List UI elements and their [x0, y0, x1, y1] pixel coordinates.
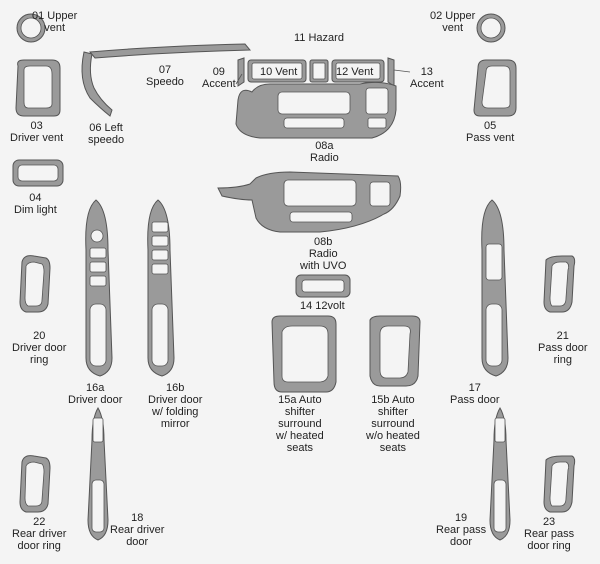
label-16a-driver-door: 16a Driver door [68, 382, 123, 406]
part-09-accent [237, 57, 245, 87]
label-20-driver-door-ring: 20 Driver door ring [12, 330, 67, 366]
part-14-12volt [295, 274, 351, 298]
label-06-left-speedo: 06 Left speedo [88, 122, 125, 146]
part-13-accent [387, 57, 395, 87]
label-07-speedo: 07 Speedo [146, 64, 184, 88]
label-01-upper-vent: 01 Upper vent [32, 10, 78, 34]
part-15b-shifter-no-heat [369, 315, 421, 387]
callout-lines [235, 69, 411, 85]
label-03-driver-vent: 03 Driver vent [10, 120, 64, 144]
part-05-pass-vent [473, 59, 517, 117]
part-20-driver-door-ring [19, 255, 51, 313]
label-08b-radio-uvo: 08b Radio with UVO [300, 236, 347, 272]
part-16b-driver-door-folding [147, 199, 175, 377]
label-21-pass-door-ring: 21 Pass door ring [538, 330, 588, 366]
label-12-vent: 12 Vent [336, 66, 374, 78]
part-08a-radio [235, 81, 397, 139]
part-12-vent [331, 59, 385, 83]
part-07-speedo [89, 43, 252, 59]
label-22-rear-driver-door-ring: 22 Rear driver door ring [12, 516, 67, 552]
part-18-rear-driver-door [87, 407, 109, 541]
part-22-rear-driver-door-ring [19, 455, 51, 513]
part-15a-shifter-heated [271, 315, 337, 393]
part-02-upper-vent [476, 13, 506, 43]
label-19-rear-pass-door: 19 Rear pass door [436, 512, 487, 548]
part-16a-driver-door [85, 199, 113, 377]
part-01-upper-vent [16, 13, 46, 43]
part-19-rear-pass-door [489, 407, 511, 541]
label-11-hazard: 11 Hazard [294, 32, 344, 44]
label-05-pass-vent: 05 Pass vent [466, 120, 515, 144]
label-18-rear-driver-door: 18 Rear driver door [110, 512, 165, 548]
label-10-vent: 10 Vent [260, 66, 298, 78]
part-06-left-speedo [81, 51, 113, 117]
part-21-pass-door-ring [543, 255, 576, 313]
label-15a-shifter-heated: 15a Auto shifter surround w/ heated seat… [276, 394, 324, 454]
part-23-rear-pass-door-ring [543, 455, 576, 513]
label-17-pass-door: 17 Pass door [450, 382, 500, 406]
part-04-dim-light [12, 159, 64, 187]
part-08b-radio-uvo [217, 171, 402, 233]
part-03-driver-vent [15, 59, 61, 117]
label-16b-driver-door-folding: 16b Driver door w/ folding mirror [148, 382, 203, 430]
label-09-accent: 09 Accent [202, 66, 236, 90]
label-13-accent: 13 Accent [410, 66, 444, 90]
label-15b-shifter-no-heat: 15b Auto shifter surround w/o heated sea… [366, 394, 420, 454]
label-23-rear-pass-door-ring: 23 Rear pass door ring [524, 516, 575, 552]
part-17-pass-door [481, 199, 509, 377]
part-11-hazard [309, 59, 329, 83]
part-10-vent [247, 59, 307, 83]
label-14-12volt: 14 12volt [300, 300, 345, 312]
label-08a-radio: 08a Radio [310, 140, 339, 164]
label-04-dim-light: 04 Dim light [14, 192, 57, 216]
label-02-upper-vent: 02 Upper vent [430, 10, 476, 34]
